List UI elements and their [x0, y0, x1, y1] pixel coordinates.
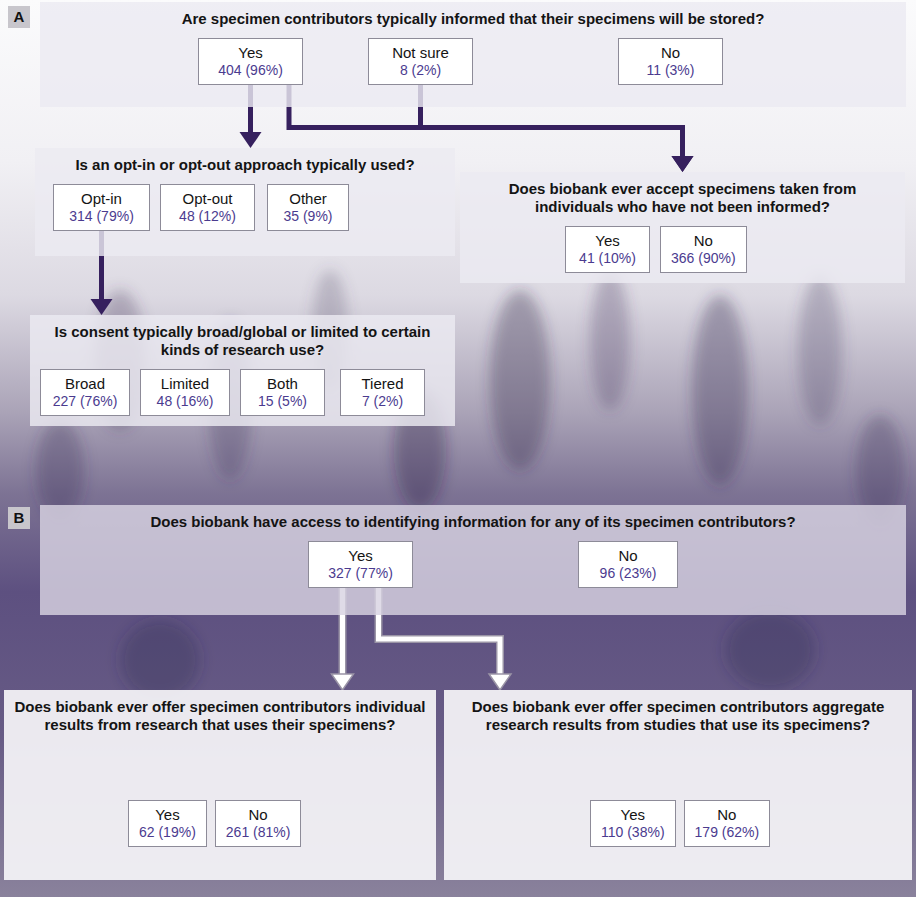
question-band: Is an opt-in or opt-out approach typical… [35, 148, 455, 256]
answer-label: Yes [139, 806, 196, 824]
question-text: Does biobank ever offer specimen contrib… [4, 690, 436, 734]
answer-label: Yes [601, 806, 665, 824]
answer-count: 314 (79%) [64, 208, 139, 225]
answer-label: Broad [51, 375, 119, 393]
question-text: Is consent typically broad/global or lim… [30, 315, 455, 359]
answer-box: Yes62 (19%) [128, 800, 207, 847]
question-text: Are specimen contributors typically info… [40, 2, 906, 28]
answer-label: No [695, 806, 760, 824]
answer-count: 11 (3%) [629, 62, 712, 79]
question-text: Does biobank ever offer specimen contrib… [444, 690, 912, 734]
answer-label: No [589, 547, 667, 565]
answer-label: Yes [576, 232, 639, 250]
answer-label: Opt-out [171, 190, 244, 208]
answer-count: 227 (76%) [51, 393, 119, 410]
answer-label: Both [251, 375, 314, 393]
answer-count: 8 (2%) [379, 62, 462, 79]
answer-box: Opt-out48 (12%) [160, 184, 255, 231]
answer-count: 327 (77%) [319, 565, 402, 582]
arrow-head [672, 156, 694, 172]
answer-label: No [226, 806, 291, 824]
answer-box: Yes110 (38%) [590, 800, 676, 847]
answer-label: No [629, 44, 712, 62]
panel-letter: B [8, 507, 30, 529]
answer-count: 404 (96%) [209, 62, 292, 79]
answer-box: Tiered7 (2%) [340, 369, 425, 416]
answer-count: 48 (12%) [171, 208, 244, 225]
answer-label: Other [278, 190, 338, 208]
answer-box: Both15 (5%) [240, 369, 325, 416]
question-band: Does biobank have access to identifying … [40, 505, 906, 615]
answer-count: 110 (38%) [601, 824, 665, 841]
question-band: Is consent typically broad/global or lim… [30, 315, 455, 426]
answer-count: 366 (90%) [671, 250, 736, 267]
arrow-head [672, 156, 694, 172]
answer-label: Yes [319, 547, 402, 565]
answer-label: Opt-in [64, 190, 139, 208]
arrow-head [489, 674, 511, 690]
question-band: Are specimen contributors typically info… [40, 2, 906, 107]
arrow-head [91, 299, 113, 315]
answer-box: No179 (62%) [684, 800, 771, 847]
answer-count: 48 (16%) [151, 393, 219, 410]
answer-box: Yes41 (10%) [565, 226, 650, 273]
arrow-head [240, 132, 262, 148]
answer-box: Opt-in314 (79%) [53, 184, 150, 231]
answer-box: No261 (81%) [215, 800, 302, 847]
question-band: Does biobank ever accept specimens taken… [460, 172, 905, 283]
answer-count: 15 (5%) [251, 393, 314, 410]
question-text: Does biobank ever accept specimens taken… [460, 172, 905, 216]
answer-box: Yes327 (77%) [308, 541, 413, 588]
answer-box: No11 (3%) [618, 38, 723, 85]
question-text: Is an opt-in or opt-out approach typical… [35, 148, 455, 174]
answer-box: No366 (90%) [660, 226, 747, 273]
answer-label: Yes [209, 44, 292, 62]
answer-box: Broad227 (76%) [40, 369, 130, 416]
panel-letter: A [8, 6, 30, 28]
answer-count: 96 (23%) [589, 565, 667, 582]
answer-label: Limited [151, 375, 219, 393]
answer-count: 261 (81%) [226, 824, 291, 841]
answer-label: Tiered [351, 375, 414, 393]
arrow-head [332, 674, 354, 690]
answer-label: Not sure [379, 44, 462, 62]
answer-count: 35 (9%) [278, 208, 338, 225]
question-band: Does biobank ever offer specimen contrib… [4, 690, 436, 880]
answer-count: 62 (19%) [139, 824, 196, 841]
answer-box: Limited48 (16%) [140, 369, 230, 416]
answer-box: Not sure8 (2%) [368, 38, 473, 85]
answer-count: 41 (10%) [576, 250, 639, 267]
question-band: Does biobank ever offer specimen contrib… [444, 690, 912, 880]
answer-label: No [671, 232, 736, 250]
answer-box: Yes404 (96%) [198, 38, 303, 85]
answer-box: No96 (23%) [578, 541, 678, 588]
answer-count: 179 (62%) [695, 824, 760, 841]
answer-box: Other35 (9%) [267, 184, 349, 231]
question-text: Does biobank have access to identifying … [40, 505, 906, 531]
answer-count: 7 (2%) [351, 393, 414, 410]
